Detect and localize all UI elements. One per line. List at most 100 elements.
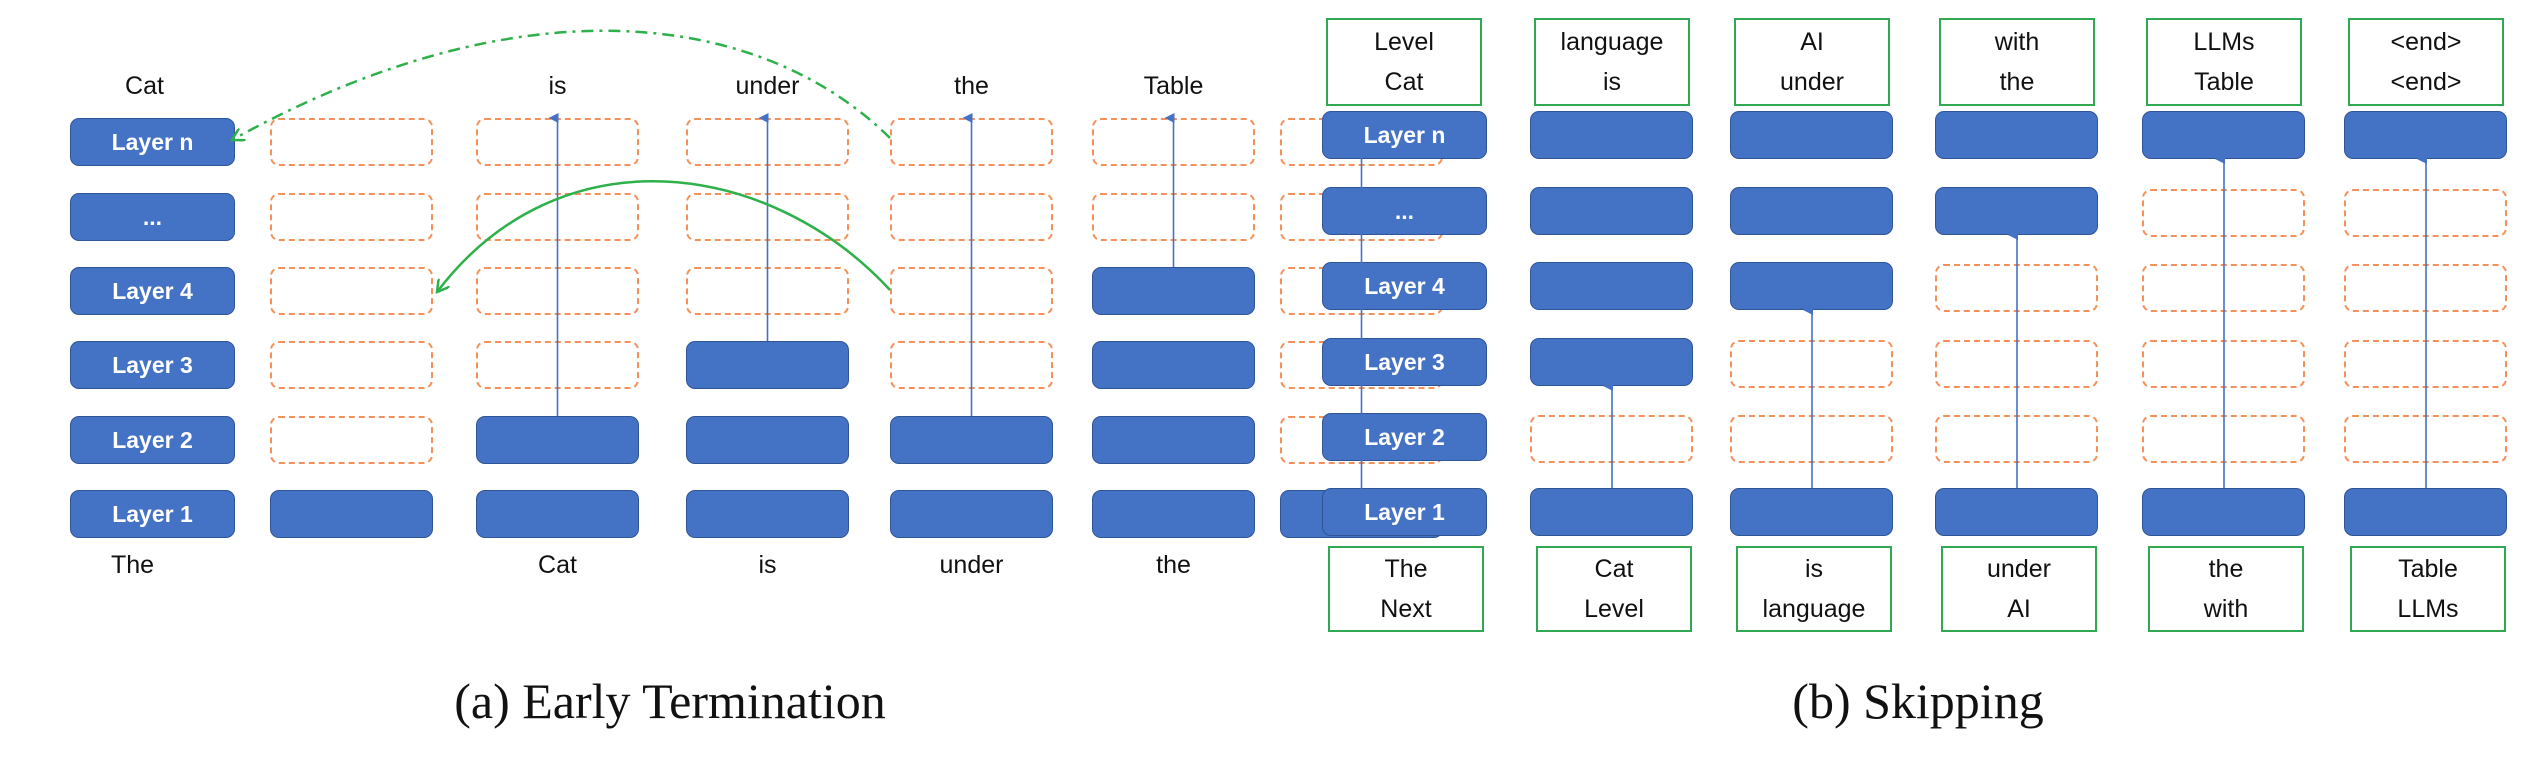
skipped-layer-block (1935, 415, 2098, 463)
layer-label: Layer 2 (70, 416, 235, 464)
skipped-layer-block (270, 416, 433, 464)
input-token: LLMs (2397, 595, 2459, 623)
skipped-layer-block (270, 193, 433, 241)
computed-layer-block (1530, 338, 1693, 386)
skipped-layer-block (2344, 340, 2507, 388)
input-token: under (1987, 555, 2051, 583)
computed-layer-block (2142, 111, 2305, 159)
skipped-layer-block (2142, 189, 2305, 237)
output-token: Table (2194, 68, 2254, 96)
computed-layer-block (1530, 262, 1693, 310)
output-token: Level (1374, 28, 1434, 56)
input-word: under (939, 551, 1004, 579)
layer-label: Layer 4 (70, 267, 235, 315)
layer-label: Layer 1 (1322, 488, 1487, 536)
computed-layer-block (1730, 262, 1893, 310)
computed-layer-block (1092, 416, 1255, 464)
input-token-box: is language (1736, 546, 1892, 632)
layer-label: ... (1322, 187, 1487, 235)
input-token: is (1804, 555, 1824, 583)
computed-layer-block (1730, 488, 1893, 536)
skipped-layer-block (270, 118, 433, 166)
computed-layer-block (1092, 341, 1255, 389)
output-token: the (1999, 68, 2035, 96)
layer-label: Layer 2 (1322, 413, 1487, 461)
skipped-layer-block (1530, 415, 1693, 463)
computed-layer-block (890, 416, 1053, 464)
computed-layer-block (1935, 111, 2098, 159)
computed-layer-block (2344, 488, 2507, 536)
computed-layer-block (686, 341, 849, 389)
skipped-layer-block (890, 118, 1053, 166)
input-token: with (2203, 595, 2249, 623)
output-token: <end> (2390, 68, 2462, 96)
input-token: Level (1584, 595, 1644, 623)
skipped-layer-block (1730, 340, 1893, 388)
input-word: the (1156, 551, 1191, 579)
skipped-layer-block (686, 267, 849, 315)
computed-layer-block (1935, 187, 2098, 235)
skipped-layer-block (476, 118, 639, 166)
skipped-layer-block (2344, 189, 2507, 237)
skipped-layer-block (2142, 415, 2305, 463)
skipped-layer-block (270, 267, 433, 315)
skipped-layer-block (890, 193, 1053, 241)
output-word: Table (1143, 72, 1204, 100)
skipped-layer-block (890, 341, 1053, 389)
input-token-box: the with (2148, 546, 2304, 632)
input-word: Cat (538, 551, 577, 579)
layer-label: Layer 1 (70, 490, 235, 538)
input-token: Table (2398, 555, 2458, 583)
caption-early-termination: (a) Early Termination (454, 673, 886, 729)
skipped-layer-block (1935, 340, 2098, 388)
input-token: language (1762, 595, 1866, 623)
input-token: the (2208, 555, 2244, 583)
skipped-layer-block (476, 193, 639, 241)
skipped-layer-block (2344, 264, 2507, 312)
computed-layer-block (2344, 111, 2507, 159)
layer-label: Layer 3 (70, 341, 235, 389)
skipped-layer-block (1935, 264, 2098, 312)
output-token: LLMs (2193, 28, 2255, 56)
output-token-box: <end><end> (2348, 18, 2504, 106)
skipped-layer-block (2142, 264, 2305, 312)
computed-layer-block (686, 490, 849, 538)
input-token: Next (1380, 595, 1432, 623)
computed-layer-block (270, 490, 433, 538)
computed-layer-block (1092, 267, 1255, 315)
skipped-layer-block (1092, 118, 1255, 166)
skipped-layer-block (2344, 415, 2507, 463)
output-token-box: language is (1534, 18, 1690, 106)
layer-label: ... (70, 193, 235, 241)
caption-skipping: (b) Skipping (1792, 673, 2044, 729)
computed-layer-block (1530, 111, 1693, 159)
output-word: Cat (125, 72, 164, 100)
input-token: The (1384, 555, 1428, 583)
layer-label: Layer 3 (1322, 338, 1487, 386)
skipped-layer-block (270, 341, 433, 389)
skipped-layer-block (2142, 340, 2305, 388)
output-token: language (1560, 28, 1664, 56)
computed-layer-block (686, 416, 849, 464)
output-token: is (1602, 68, 1622, 96)
layer-label: Layer n (70, 118, 235, 166)
output-token: Cat (1384, 68, 1424, 96)
input-word: is (758, 551, 777, 579)
computed-layer-block (1730, 187, 1893, 235)
computed-layer-block (1530, 488, 1693, 536)
output-word: under (735, 72, 800, 100)
skipped-layer-block (890, 267, 1053, 315)
computed-layer-block (1092, 490, 1255, 538)
output-word: is (548, 72, 567, 100)
skipped-layer-block (686, 118, 849, 166)
layer-label: Layer n (1322, 111, 1487, 159)
skipped-layer-block (476, 341, 639, 389)
computed-layer-block (476, 416, 639, 464)
output-token: with (1994, 28, 2040, 56)
